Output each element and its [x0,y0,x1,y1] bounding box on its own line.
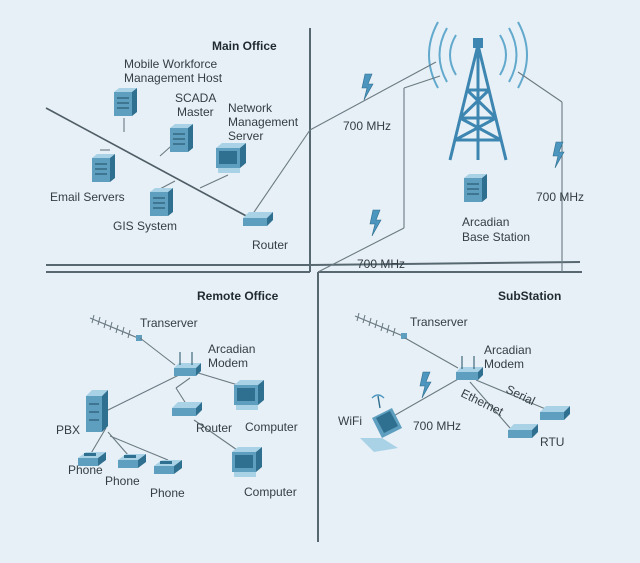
substation-transerver-label: Transerver [410,315,468,329]
main-backbone-line [45,107,251,219]
gis-system-server-icon [149,187,174,217]
mobile-workforce-server-icon [113,87,138,117]
network-mgmt-label-2: Management [228,115,299,129]
remote-modem-label-1: Arcadian [208,342,255,356]
email-servers-label: Email Servers [50,190,125,204]
remote-office-section: Remote Office Transerver Arcadian Modem … [56,289,298,500]
remote-modem-icon [173,351,202,377]
wifi-laptop-icon [360,394,402,452]
rtu-label: RTU [540,435,564,449]
remote-router-label: Router [196,421,232,435]
serial-label: Serial [504,382,538,408]
phone-2-label: Phone [105,474,140,488]
remote-office-title: Remote Office [197,289,279,303]
remote-computer-2-icon [232,447,262,477]
remote-router-icon [172,402,202,416]
wifi-link-bolt-icon [419,371,432,399]
main-link-bolt-icon [361,73,374,101]
phone-2-icon [118,454,146,468]
wifi-link-label: 700 MHz [413,419,461,433]
main-office-section: Main Office Mobile Workforce Management … [45,39,311,252]
main-router-label: Router [252,238,288,252]
substation-transerver-antenna-icon [354,312,408,340]
substation-section: SubStation Transerver Arcadian Modem 700… [338,289,570,452]
base-station-label-1: Arcadian [462,215,509,229]
substation-modem-label-2: Modem [484,357,524,371]
radio-tower-icon [428,21,528,161]
scada-master-server-icon [169,123,194,153]
remote-link-label: 700 MHz [357,257,405,271]
rtu-ethernet-device-icon [508,424,538,438]
mobile-workforce-label-2: Management Host [124,71,223,85]
tower-section: Arcadian Base Station 700 MHz 700 MHz 70… [309,21,584,273]
email-server-icon [91,153,116,183]
pbx-icon [86,390,108,432]
substation-modem-icon [455,355,484,381]
substation-title: SubStation [498,289,561,303]
main-office-title: Main Office [212,39,277,53]
gis-system-label: GIS System [113,219,177,233]
remote-computer-2-label: Computer [244,485,297,499]
remote-computer-1-icon [234,380,264,410]
substation-modem-label-1: Arcadian [484,343,531,357]
section-borders [46,28,582,542]
remote-transerver-antenna-icon [89,314,143,342]
arcadian-base-station-icon [463,173,488,203]
main-link-label: 700 MHz [343,119,391,133]
phone-3-icon [154,460,182,474]
scada-label-2: Master [177,105,214,119]
phone-1-label: Phone [68,463,103,477]
network-mgmt-label-1: Network [228,101,273,115]
remote-modem-label-2: Modem [208,356,248,370]
remote-computer-1-label: Computer [245,420,298,434]
phone-3-label: Phone [150,486,185,500]
network-mgmt-label-3: Server [228,129,263,143]
rtu-serial-device-icon [540,406,570,420]
ethernet-label: Ethernet [459,386,507,419]
wifi-label: WiFi [338,414,362,428]
base-station-label-2: Base Station [462,230,530,244]
scada-label-1: SCADA [175,91,216,105]
network-management-server-icon [216,143,246,173]
remote-transerver-label: Transerver [140,316,198,330]
main-router-icon [243,212,273,226]
remote-link-bolt-icon [369,209,382,237]
mobile-workforce-label-1: Mobile Workforce [124,57,217,71]
pbx-label: PBX [56,423,80,437]
substation-link-label: 700 MHz [536,190,584,204]
